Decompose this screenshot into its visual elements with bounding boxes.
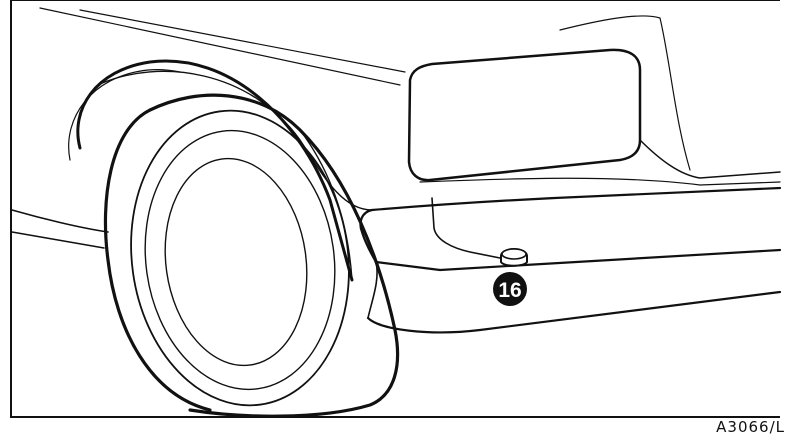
wheel-arch bbox=[68, 59, 373, 282]
callout-badge-16: 16 bbox=[493, 272, 527, 306]
wheel-tire bbox=[103, 93, 400, 418]
figure-reference-label: A3066/L bbox=[716, 418, 785, 436]
callout-number: 16 bbox=[498, 279, 521, 302]
body-upper-lines bbox=[39, 7, 691, 171]
sensor-wire bbox=[431, 197, 501, 259]
body-side-panel bbox=[11, 209, 109, 249]
sensor-puck bbox=[500, 248, 528, 267]
illustration-frame bbox=[10, 0, 780, 418]
rear-bumper bbox=[359, 186, 782, 334]
wheel-rim bbox=[130, 109, 350, 407]
tail-lamp-cluster bbox=[407, 48, 781, 186]
